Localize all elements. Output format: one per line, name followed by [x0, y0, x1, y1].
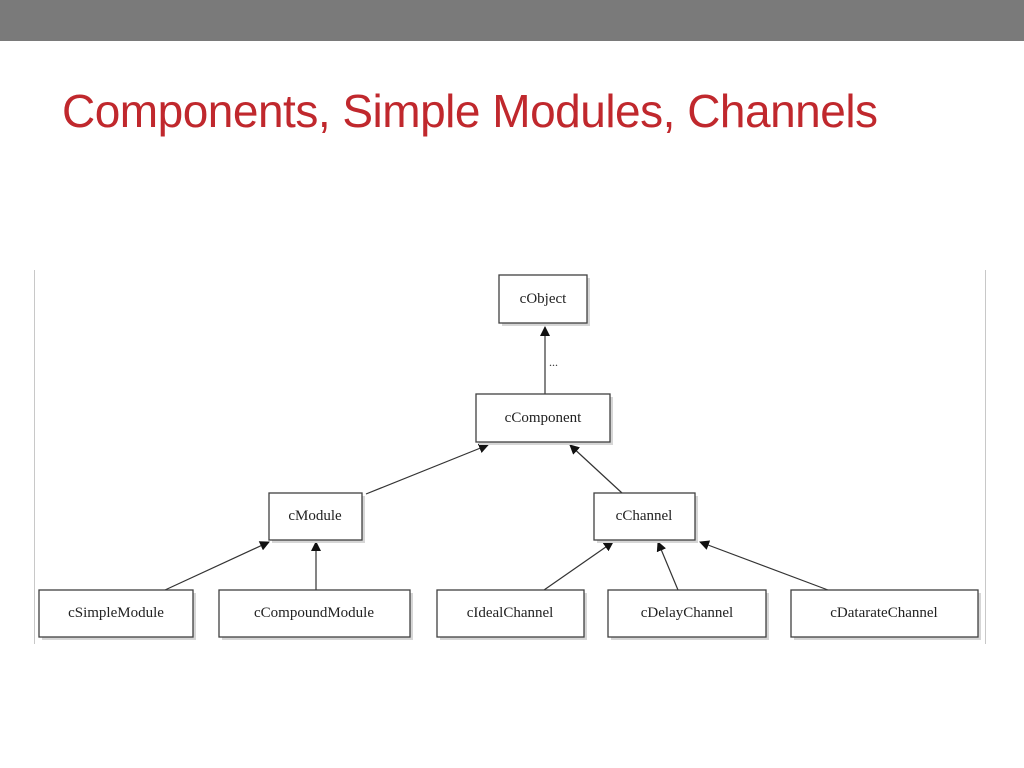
node-cobject: cObject — [498, 274, 590, 326]
node-label: cComponent — [505, 410, 582, 426]
node-label: cChannel — [616, 508, 673, 524]
node-cidealchannel: cIdealChannel — [436, 589, 587, 640]
edge-channel-to-component — [569, 444, 623, 494]
node-label: cObject — [520, 291, 567, 307]
edge-dataratechannel-to-channel — [699, 540, 829, 591]
edge-label-ellipsis: ... — [549, 355, 558, 369]
top-bar — [0, 0, 1024, 41]
node-ccomponent: cComponent — [475, 393, 613, 445]
edge-delaychannel-to-channel — [656, 541, 679, 591]
edge-idealchannel-to-channel — [543, 541, 614, 591]
node-cmodule: cModule — [268, 492, 365, 543]
node-label: cModule — [288, 508, 342, 524]
edges: ... — [164, 326, 829, 591]
diagram-frame — [34, 270, 986, 644]
node-cdataratechannel: cDatarateChannel — [790, 589, 981, 640]
edge-simplemodule-to-module — [164, 541, 270, 591]
node-csimplemodule: cSimpleModule — [38, 589, 196, 640]
node-label: cCompoundModule — [254, 605, 374, 621]
node-label: cSimpleModule — [68, 605, 164, 621]
node-label: cDelayChannel — [641, 605, 733, 621]
node-ccompoundmodule: cCompoundModule — [218, 589, 413, 640]
slide-title: Components, Simple Modules, Channels — [62, 85, 878, 137]
node-cchannel: cChannel — [593, 492, 698, 543]
node-label: cDatarateChannel — [830, 605, 937, 621]
edge-module-to-component — [365, 443, 489, 495]
node-cdelaychannel: cDelayChannel — [607, 589, 769, 640]
node-label: cIdealChannel — [467, 605, 554, 621]
